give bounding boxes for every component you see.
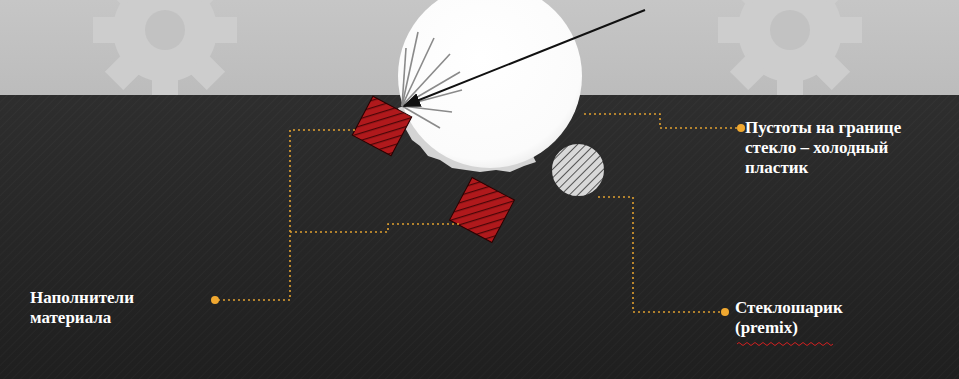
filler-particle xyxy=(352,96,412,156)
callout-label: Наполнители материала xyxy=(30,288,148,328)
glass-bead xyxy=(398,0,582,168)
spellcheck-underline xyxy=(737,343,833,346)
callout-label: Стеклошарик (premix) xyxy=(735,298,853,338)
leader-lines xyxy=(218,114,738,312)
gear-icon xyxy=(93,0,237,95)
leader-dots xyxy=(211,124,745,316)
callout-label: Пустоты на границе стекло – холодный пла… xyxy=(745,118,923,178)
filler-particle xyxy=(450,178,515,243)
gear-icon xyxy=(718,0,862,95)
premix-bead xyxy=(551,143,605,197)
incident-ray xyxy=(404,10,645,106)
scatter-rays xyxy=(402,32,462,128)
